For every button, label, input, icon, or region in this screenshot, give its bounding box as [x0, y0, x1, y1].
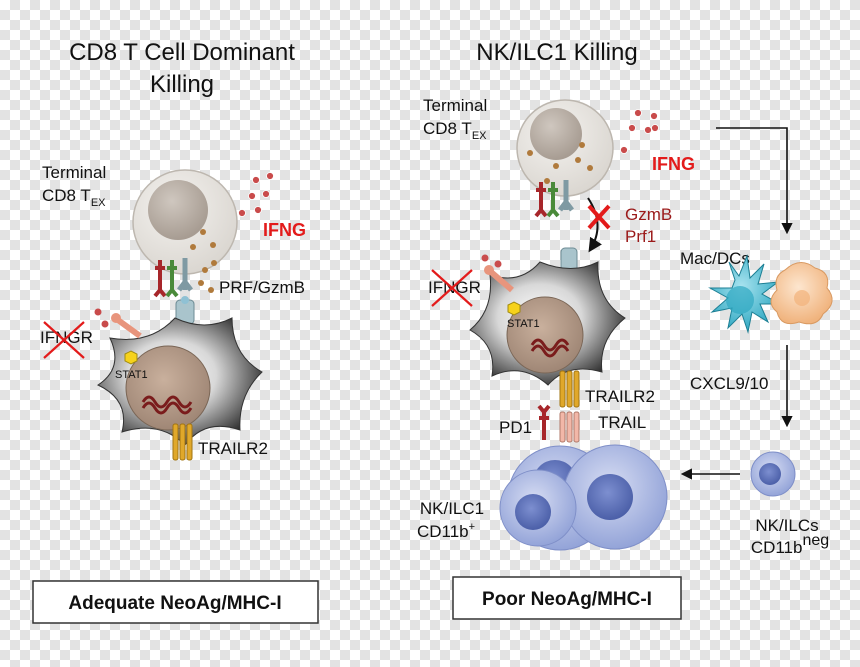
left-tcell-receptors	[153, 258, 193, 298]
right-trail	[559, 411, 580, 443]
right-killing-arrow	[587, 197, 602, 253]
left-condition-box	[32, 580, 319, 624]
right-dna-icon	[530, 338, 570, 358]
left-tumor-nucleus	[125, 345, 211, 431]
right-tex-line1: Terminal	[423, 96, 487, 115]
left-t-cell	[132, 169, 238, 275]
right-tex-label: CD8 TEX	[423, 119, 487, 142]
right-mac-dc-label: Mac/DCs	[680, 249, 750, 268]
right-stat1-hexagon	[507, 301, 521, 316]
left-ifng-dots	[238, 172, 274, 217]
left-panel: CD8 T Cell Dominant Killing Terminal CD8…	[32, 39, 319, 624]
right-pd1-receptor	[537, 404, 551, 440]
right-ifng-dots	[620, 109, 659, 154]
left-title-line2: Killing	[150, 71, 214, 98]
left-tex-line1: Terminal	[42, 163, 106, 182]
left-tex-label: CD8 TEX	[42, 186, 106, 209]
right-ifng-to-mac-arrow	[716, 127, 793, 235]
right-tcell-receptors	[534, 180, 574, 218]
right-t-cell	[516, 99, 614, 197]
right-ifng-label: IFNG	[652, 154, 695, 174]
right-cxcl-label: CXCL9/10	[690, 374, 768, 393]
right-prf1-label: Prf1	[625, 227, 656, 246]
left-ifngr-receptor	[94, 308, 142, 339]
right-ifngr-cross-icon	[431, 269, 473, 307]
right-ifngr-label: IFNGR	[428, 278, 481, 297]
right-nk-neg-cell	[750, 451, 796, 497]
left-stat1-hexagon	[124, 350, 138, 365]
left-mhc-peptide	[181, 296, 189, 304]
left-stat1-label: STAT1	[115, 369, 148, 381]
right-gzmb-label: GzmB	[625, 205, 672, 224]
right-macrophage	[708, 254, 782, 334]
left-title-line1: CD8 T Cell Dominant	[69, 39, 295, 66]
right-panel: NK/ILC1 Killing Terminal CD8 TEX IFNG	[417, 39, 833, 620]
left-condition-label: Adequate NeoAg/MHC-I	[68, 593, 281, 614]
right-nk-label: NK/ILC1	[420, 499, 484, 518]
right-trailr2-label: TRAILR2	[585, 387, 655, 406]
left-trailr2	[172, 423, 193, 461]
left-ifngr-cross-icon	[43, 321, 85, 359]
left-trailr2-label: TRAILR2	[198, 439, 268, 458]
right-ifngr-receptor	[481, 254, 514, 293]
right-condition-label: Poor NeoAg/MHC-I	[482, 589, 652, 610]
right-nkneg-cd-label: CD11bneg	[751, 532, 829, 557]
right-trail-label: TRAIL	[598, 413, 646, 432]
right-dc	[770, 262, 833, 325]
left-dna-icon	[141, 395, 193, 415]
right-title: NK/ILC1 Killing	[476, 39, 637, 66]
right-tumor-nucleus	[506, 296, 584, 374]
left-granules	[198, 260, 217, 293]
right-nk-cluster	[499, 444, 668, 551]
left-ifng-label: IFNG	[263, 220, 306, 240]
right-pd1-label: PD1	[499, 418, 532, 437]
right-gzmb-cross-icon	[587, 204, 611, 230]
right-stat1-label: STAT1	[507, 318, 540, 330]
right-condition-box	[452, 576, 682, 620]
right-trailr2	[559, 370, 580, 408]
left-prf-gzmb-label: PRF/GzmB	[219, 278, 305, 297]
right-nk-cd-label: CD11b+	[417, 521, 475, 541]
right-nkneg-label: NK/ILCs	[755, 516, 818, 535]
